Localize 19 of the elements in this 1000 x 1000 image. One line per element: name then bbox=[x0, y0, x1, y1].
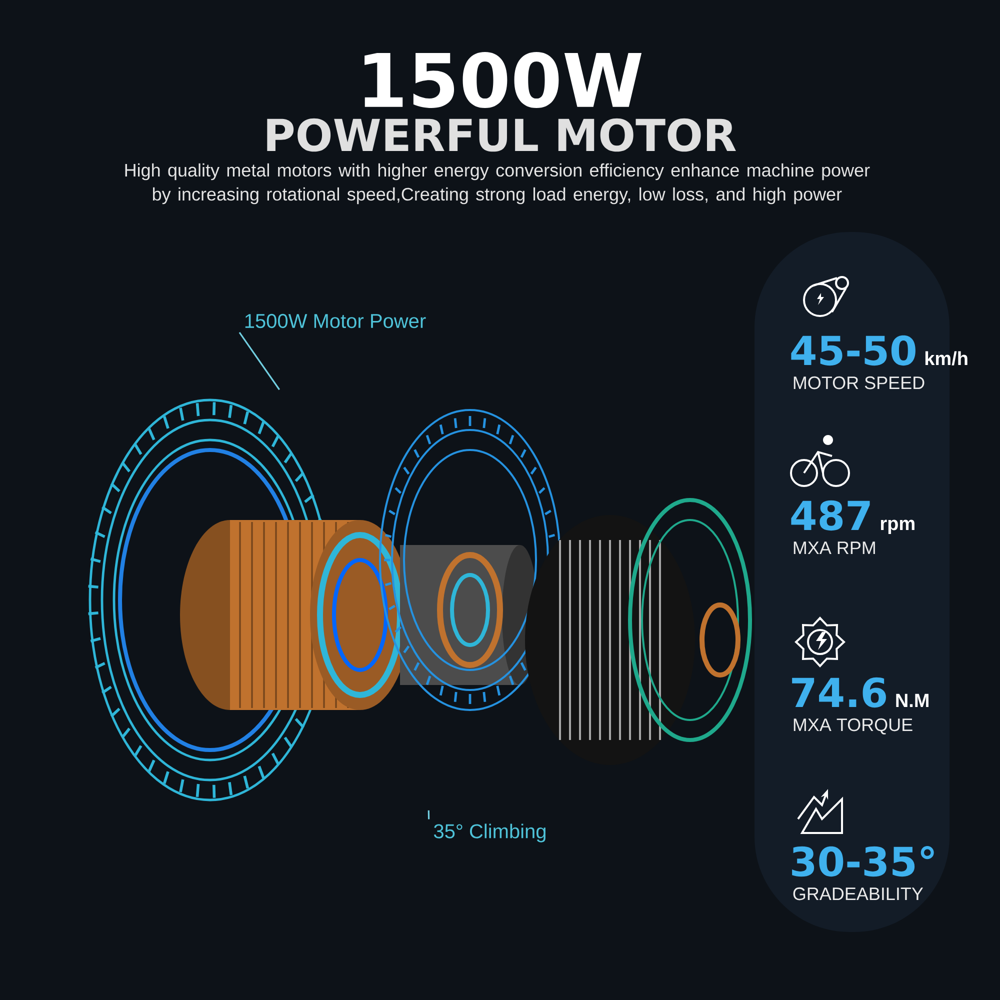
stat-label: MXA TORQUE bbox=[794, 718, 912, 734]
stat-label: GRADEABILITY bbox=[793, 887, 924, 900]
stat-label: MOTOR SPEED bbox=[794, 376, 924, 390]
leader-line bbox=[428, 810, 430, 820]
callout-text: 35° Climbing bbox=[434, 824, 546, 842]
stat-value: 74.6 bbox=[792, 677, 886, 708]
leader-line bbox=[238, 332, 280, 390]
title: 1500W bbox=[364, 52, 642, 108]
callout-text: 1500W Motor Power bbox=[245, 314, 426, 328]
stat-unit: rpm bbox=[880, 520, 914, 534]
stat-label: MXA RPM bbox=[794, 542, 875, 554]
stat-value: 45-50 bbox=[791, 335, 916, 366]
subtitle: POWERFUL MOTOR bbox=[267, 118, 736, 152]
stat-value: 30-35° bbox=[792, 846, 934, 877]
motor-drawing bbox=[88, 398, 752, 802]
stat-unit: N.M bbox=[896, 694, 928, 707]
stat-value: 487 bbox=[791, 500, 870, 531]
stat-unit: km/h bbox=[925, 351, 968, 366]
description: High quality metal motors with higher energy conversion efficiency enhance machine power by increasing rotational speed,Creating strong load energy, low loss, and high power bbox=[125, 163, 870, 204]
